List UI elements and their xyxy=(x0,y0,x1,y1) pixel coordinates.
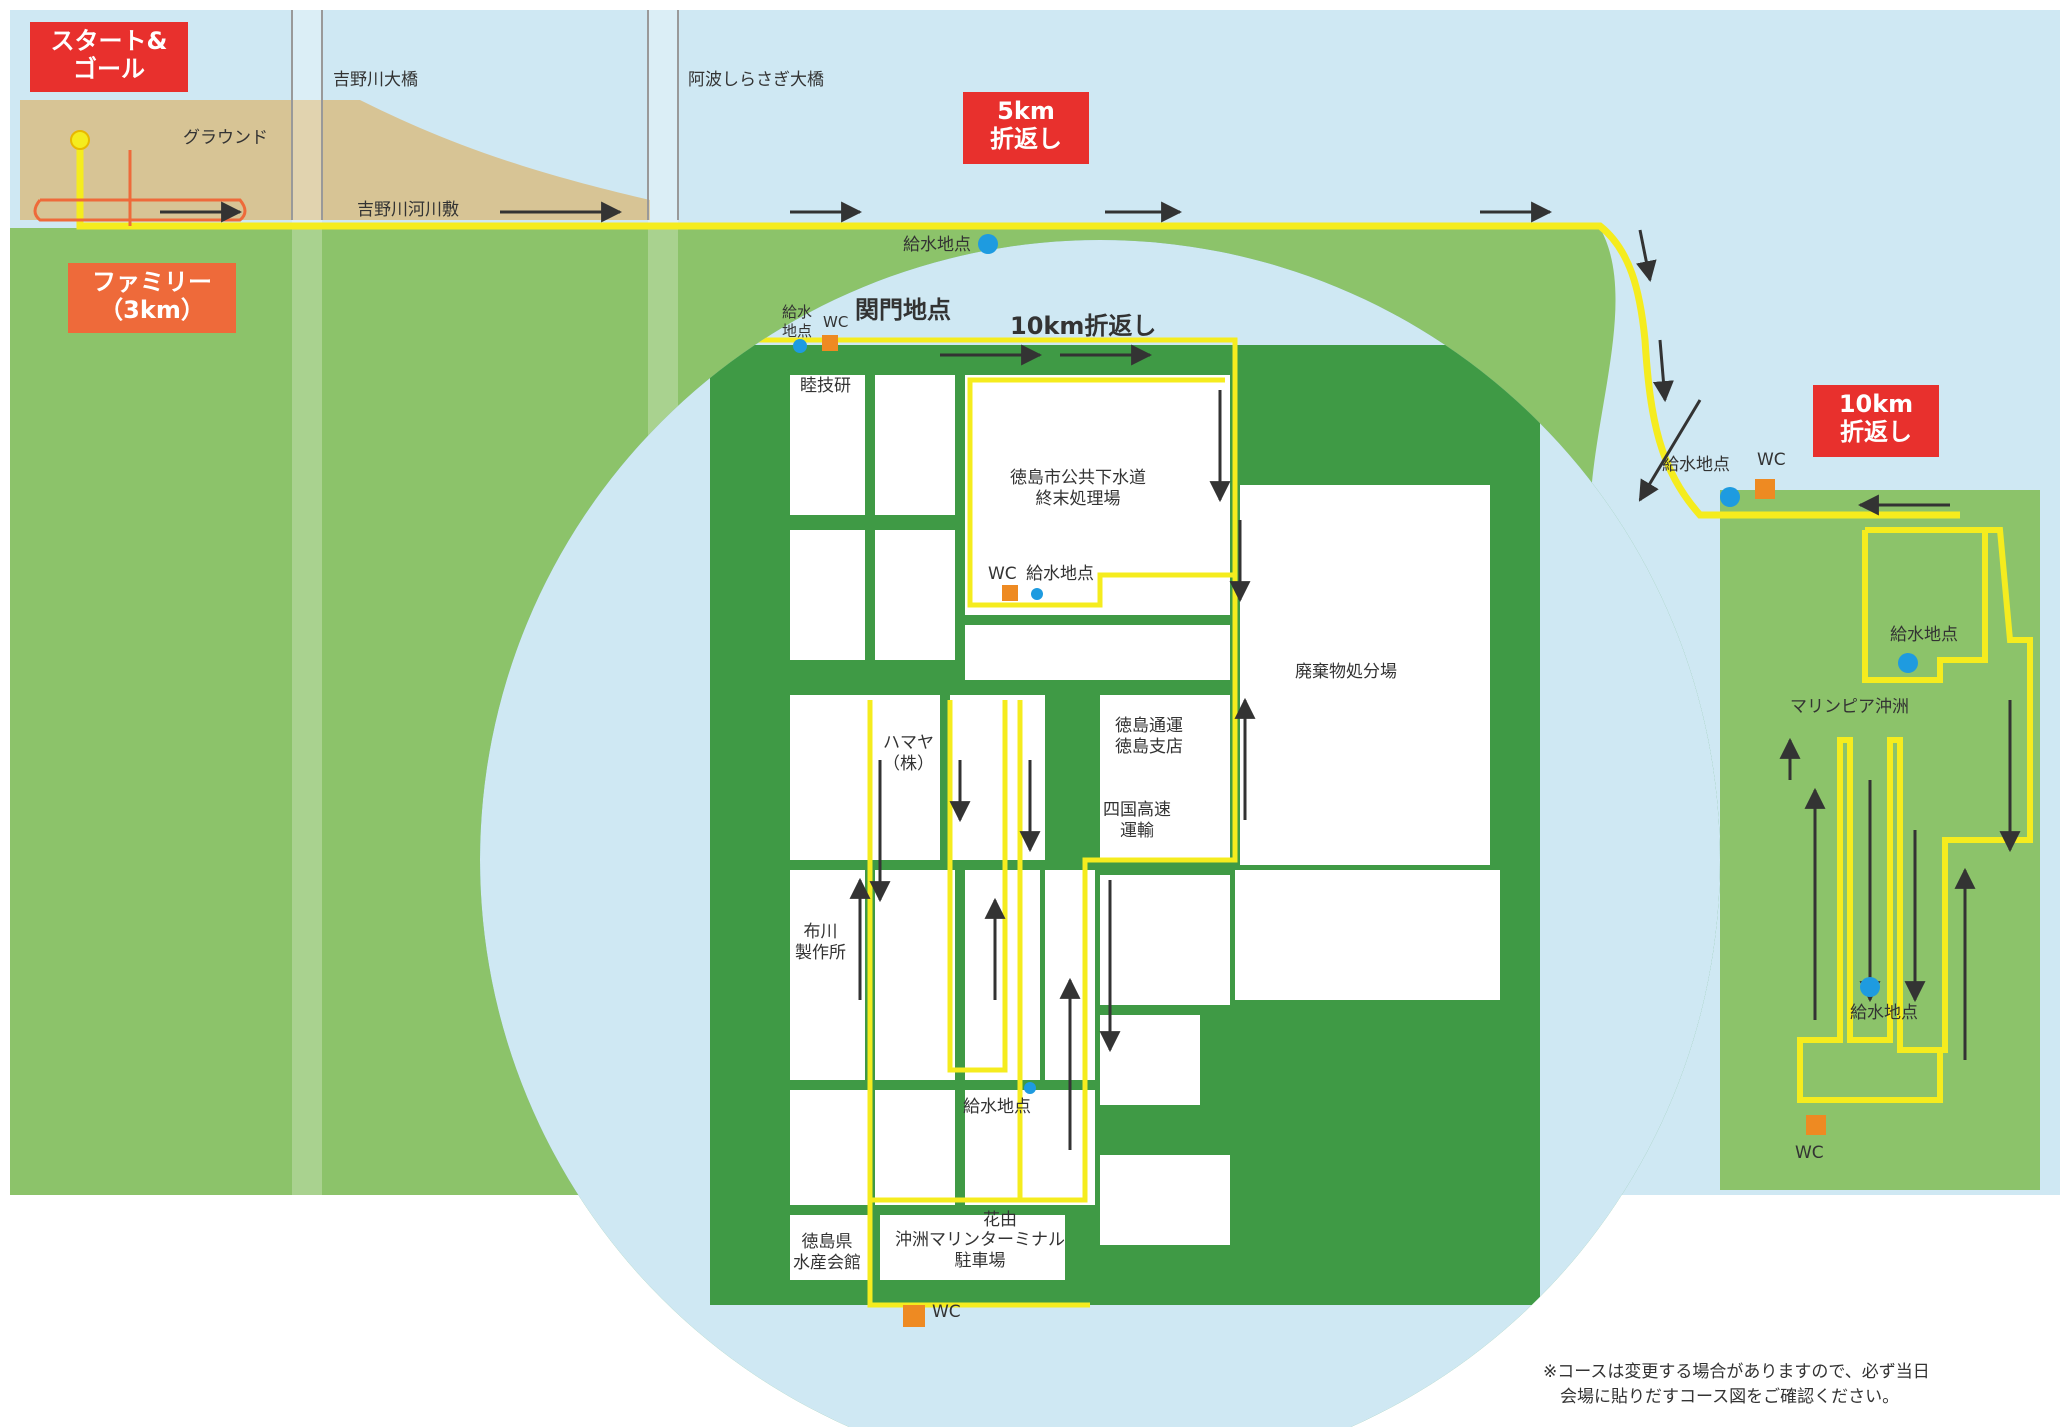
wc-inset-3-label: WC xyxy=(932,1302,961,1322)
shikoku-label: 四国高速 運輸 xyxy=(1103,800,1171,842)
course-arrows-top xyxy=(160,201,1702,502)
suisan-label: 徳島県 水産会館 xyxy=(793,1232,861,1274)
wc-markers xyxy=(822,335,1826,1327)
water-point-inset-1 xyxy=(793,339,807,353)
water-point-inset-3 xyxy=(1024,1082,1036,1094)
mutsugiken-label: 睦技研 xyxy=(800,376,851,396)
turn-10km-inset-label: 10km折返し xyxy=(1010,312,1157,340)
wc-right-label: WC xyxy=(1757,450,1786,470)
checkpoint-label: 関門地点 xyxy=(855,296,951,324)
marinpia-label: マリンピア沖洲 xyxy=(1790,697,1909,717)
family-callout: ファミリー （3km） xyxy=(68,263,236,333)
terminal-label: 沖洲マリンターミナル 駐車場 xyxy=(895,1230,1065,1272)
wc-inset-2 xyxy=(1002,585,1018,601)
water-station-inset-2-label: 給水地点 xyxy=(1026,564,1094,584)
awa-bridge-label: 阿波しらさぎ大橋 xyxy=(688,70,824,90)
water-station-inset-1-label: 給水 地点 xyxy=(782,303,813,340)
wc-marinpia xyxy=(1806,1115,1826,1135)
nunokawa-label: 布川 製作所 xyxy=(795,922,846,964)
water-points xyxy=(793,234,1918,1094)
course-marinpia xyxy=(1797,527,2033,1103)
riverbank-sand xyxy=(20,100,650,220)
wc-marinpia-label: WC xyxy=(1795,1143,1824,1163)
marinpia-island xyxy=(1720,490,2040,1190)
water-point-inset-2 xyxy=(1031,588,1043,600)
water-station-5km-label: 給水地点 xyxy=(903,235,971,255)
water-point-marinpia-2 xyxy=(1860,977,1880,997)
turn-5km-callout: 5km 折返し xyxy=(963,92,1089,164)
water-station-right-label: 給水地点 xyxy=(1662,455,1730,475)
water-point-right xyxy=(1720,487,1740,507)
sewage-label: 徳島市公共下水道 終末処理場 xyxy=(1010,468,1146,510)
course-note: ※コースは変更する場合がありますので、必ず当日 会場に貼りだすコース図をご確認く… xyxy=(1543,1362,1930,1407)
course-inset xyxy=(720,337,1238,1308)
start-goal-callout: スタート& ゴール xyxy=(30,22,188,92)
wc-inset-3 xyxy=(903,1305,925,1327)
tsuun-label: 徳島通運 徳島支店 xyxy=(1115,716,1183,758)
wc-inset-1-label: WC xyxy=(823,313,849,331)
turn-10km-right-callout: 10km 折返し xyxy=(1813,385,1939,457)
water-point-5km xyxy=(978,234,998,254)
hanayu-label: 花由 xyxy=(983,1210,1017,1230)
start-point xyxy=(70,130,90,150)
riverbed-label: 吉野川河川敷 xyxy=(357,200,459,220)
water-point-marinpia xyxy=(1898,653,1918,673)
water-station-marinpia-2-label: 給水地点 xyxy=(1850,1003,1918,1023)
bridge-yoshino xyxy=(292,10,322,1195)
wc-right xyxy=(1755,479,1775,499)
course-main xyxy=(76,140,1960,519)
waste-label: 廃棄物処分場 xyxy=(1295,662,1397,682)
wc-inset-2-label: WC xyxy=(988,564,1017,584)
water-station-marinpia-label: 給水地点 xyxy=(1890,625,1958,645)
ground-label: グラウンド xyxy=(183,128,268,148)
hamaya-label: ハマヤ （株） xyxy=(883,733,934,775)
course-arrows-marinpia xyxy=(1779,494,2021,1060)
course-arrows-inset xyxy=(849,344,1256,1150)
wc-inset-1 xyxy=(822,335,838,351)
water-station-inset-3-label: 給水地点 xyxy=(963,1097,1031,1117)
yoshino-bridge-label: 吉野川大橋 xyxy=(333,70,418,90)
